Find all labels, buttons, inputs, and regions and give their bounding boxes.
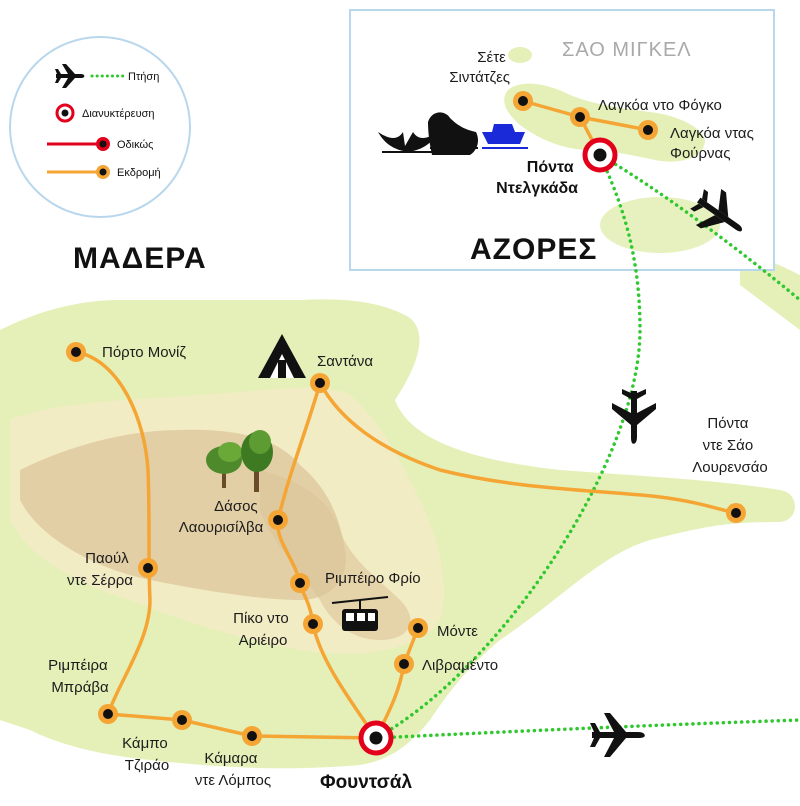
legend-overnight: Διανυκτέρευση — [55, 103, 155, 123]
sao-miguel-label: ΣΑΟ ΜΙΓΚΕΛ — [562, 39, 692, 61]
overnight-ponta-delgada[interactable] — [582, 137, 618, 173]
stop-lagoa-fogo[interactable] — [570, 107, 590, 127]
stop-santana[interactable] — [310, 373, 330, 393]
legend-excursion-label: Εκδρομή — [117, 167, 161, 179]
label-ribeira-brava: Ριμπέιρα Μπράβα — [48, 657, 112, 696]
stop-lagoa-furnas[interactable] — [638, 120, 658, 140]
airplane-icon — [55, 64, 85, 88]
label-sete-cidades: Σέτε Σιντάτζες — [449, 49, 510, 86]
label-santana: Σαντάνα — [317, 353, 373, 370]
label-funchal: Φουντσάλ — [320, 772, 412, 793]
legend-road-label: Οδικώς — [117, 139, 153, 151]
forest-trees-icon — [206, 430, 273, 492]
stop-campo-tirao[interactable] — [172, 710, 192, 730]
stop-paul-serra[interactable] — [138, 558, 158, 578]
cable-car-icon — [331, 596, 389, 631]
label-paul-serra: Παούλ ντε Σέρρα — [67, 550, 133, 589]
label-pico-arieiro: Πίκο ντο Αριέιρο — [233, 610, 293, 649]
legend-overnight-label: Διανυκτέρευση — [82, 108, 155, 120]
stop-laurisilva[interactable] — [268, 510, 288, 530]
legend-flight: Πτήση — [55, 64, 159, 88]
route-south-coast — [106, 712, 378, 740]
label-campo-tirao: Κάμπο Τζιράο — [122, 735, 172, 774]
azores-inset: ΣΑΟ ΜΙΓΚΕΛ — [349, 9, 775, 271]
overnight-funchal[interactable] — [358, 720, 394, 756]
route-west-loop — [74, 350, 152, 716]
azores-title: ΑΖΟΡΕΣ — [470, 233, 597, 266]
label-ponta-sao-lourenco: Πόντα ντε Σάο Λουρενσάο — [692, 415, 768, 476]
label-livramento: Λιβραμέντο — [422, 657, 498, 674]
legend-excursion: Εκδρομή — [47, 165, 161, 179]
whale-tail-icon — [378, 132, 438, 153]
label-ponta-delgada: Πόντα Ντελγκάδα — [496, 159, 578, 197]
flight-path-funchal-ponta-delgada — [374, 153, 642, 740]
flight-paths — [374, 153, 800, 740]
flight-path-funchal-out — [374, 718, 800, 740]
madeira-island — [0, 299, 795, 769]
label-lagoa-furnas: Λαγκόα ντας Φούρνας — [670, 125, 758, 162]
flight-path-ponta-delgada-out — [598, 153, 800, 302]
mountain-hut-icon — [258, 334, 306, 378]
label-porto-moniz: Πόρτο Μονίζ — [102, 344, 186, 361]
overnight-markers — [358, 137, 618, 756]
stop-ponta-sao-lourenco[interactable] — [726, 503, 746, 523]
stop-monte[interactable] — [408, 618, 428, 638]
stop-ribeira-brava[interactable] — [98, 704, 118, 724]
stop-pico-arieiro[interactable] — [303, 614, 323, 634]
legend-flight-label: Πτήση — [128, 71, 159, 83]
madeira-title: ΜΑΔΕΡΑ — [73, 242, 207, 275]
legend: Πτήση Διανυκτέρευση Οδικώς Εκδρομή — [9, 36, 191, 218]
boat-icon — [482, 124, 528, 149]
stop-markers — [66, 91, 746, 746]
label-ribeiro-frio: Ριμπέιρο Φρίο — [325, 570, 421, 587]
label-camara-lobos: Κάμαρα ντε Λόμπος — [195, 750, 271, 789]
airplane-icon — [612, 389, 656, 444]
stop-camara-lobos[interactable] — [242, 726, 262, 746]
label-lagoa-fogo: Λαγκόα ντο Φόγκο — [598, 97, 722, 114]
stop-sete-cidades[interactable] — [513, 91, 533, 111]
stop-ribeiro-frio[interactable] — [290, 573, 310, 593]
legend-road: Οδικώς — [47, 137, 153, 151]
whale-icon — [428, 112, 478, 155]
airplane-icon — [590, 713, 645, 757]
route-santana-east — [318, 381, 738, 515]
airplane-icon — [690, 188, 743, 232]
stop-porto-moniz[interactable] — [66, 342, 86, 362]
label-monte: Μόντε — [437, 623, 478, 640]
stop-livramento[interactable] — [394, 654, 414, 674]
label-laurisilva: Δάσος Λαουρισίλβα — [179, 498, 264, 536]
